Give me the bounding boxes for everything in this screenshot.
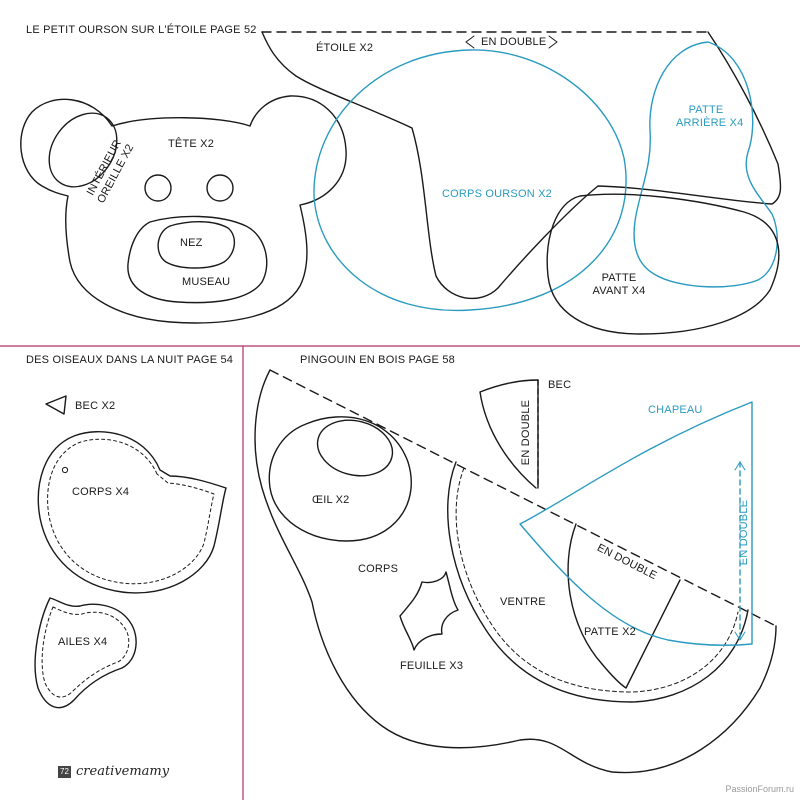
- section-title-oiseaux: DES OISEAUX DANS LA NUIT PAGE 54: [26, 354, 234, 366]
- penguin-belly-outline: [447, 461, 749, 703]
- label-patte-arriere: PATTE ARRIÈRE X4: [676, 104, 743, 130]
- bird-wing-stitch: [41, 606, 130, 698]
- label-en-double-top: EN DOUBLE: [481, 36, 547, 48]
- leaf-outline: [399, 571, 459, 651]
- label-patte-pingouin: PATTE X2: [584, 626, 636, 638]
- en-double-arrow-hat: [734, 461, 746, 641]
- label-patte-arriere-1: PATTE: [688, 104, 724, 116]
- penguin-eye-outline: [268, 416, 412, 542]
- bird-wing-outline: [34, 597, 137, 709]
- bear-muzzle: [127, 215, 268, 304]
- section-title-pingouin: PINGOUIN EN BOIS PAGE 58: [300, 354, 455, 366]
- penguin-hat-outline: [519, 401, 753, 646]
- penguin-belly-stitch: [455, 467, 739, 693]
- label-patte-arriere-2: ARRIÈRE X4: [676, 117, 744, 129]
- label-oeil: ŒIL X2: [312, 494, 350, 506]
- bear-front-paw-outline: [546, 193, 780, 335]
- label-ailes: AILES X4: [58, 636, 108, 648]
- en-double-arrow-top: [465, 35, 558, 49]
- brand-logo: creativemamy: [76, 764, 170, 779]
- label-bec-pingouin: BEC: [548, 379, 572, 391]
- star-piece: [261, 31, 782, 300]
- label-ventre: VENTRE: [500, 596, 546, 608]
- bear-inner-ear: [48, 112, 118, 188]
- bird-eye: [61, 466, 69, 474]
- penguin-fold-line: [269, 369, 777, 627]
- bear-eye-right: [206, 174, 234, 202]
- bird-body-outline: [37, 431, 227, 594]
- label-corps-ourson: CORPS OURSON X2: [442, 188, 552, 200]
- bird-beak: [45, 395, 67, 415]
- bear-head-outline: [20, 95, 347, 324]
- bear-nose: [157, 221, 235, 269]
- penguin-beak-outline: [479, 379, 539, 489]
- label-chapeau: CHAPEAU: [648, 404, 703, 416]
- label-patte-avant: PATTE AVANT X4: [584, 272, 654, 298]
- penguin-body-outline: [254, 369, 777, 774]
- label-tete: TÊTE X2: [168, 138, 215, 150]
- penguin-pupil: [316, 419, 394, 477]
- page-number-badge: 72: [58, 766, 71, 778]
- label-patte-avant-1: PATTE: [601, 272, 637, 284]
- label-corps-oiseau: CORPS X4: [72, 486, 130, 498]
- section-title-ourson: LE PETIT OURSON SUR L'ÉTOILE PAGE 52: [26, 24, 257, 36]
- label-feuille: FEUILLE X3: [400, 660, 464, 672]
- bear-eye-left: [144, 174, 172, 202]
- label-nez: NEZ: [180, 237, 203, 249]
- label-bec-oiseau: BEC X2: [75, 400, 116, 412]
- label-etoile: ÉTOILE X2: [316, 42, 374, 54]
- bird-body-stitch: [47, 438, 215, 585]
- bear-body-outline: [313, 49, 627, 312]
- label-corps-pingouin: CORPS: [358, 563, 399, 575]
- label-museau: MUSEAU: [182, 276, 231, 288]
- label-en-double-bec: EN DOUBLE: [520, 399, 533, 466]
- bear-back-paw-outline: [633, 41, 778, 288]
- penguin-foot-outline: [567, 523, 681, 689]
- label-en-double-chapeau: EN DOUBLE: [738, 499, 751, 566]
- label-patte-avant-2: AVANT X4: [592, 285, 646, 297]
- watermark: PassionForum.ru: [725, 784, 794, 794]
